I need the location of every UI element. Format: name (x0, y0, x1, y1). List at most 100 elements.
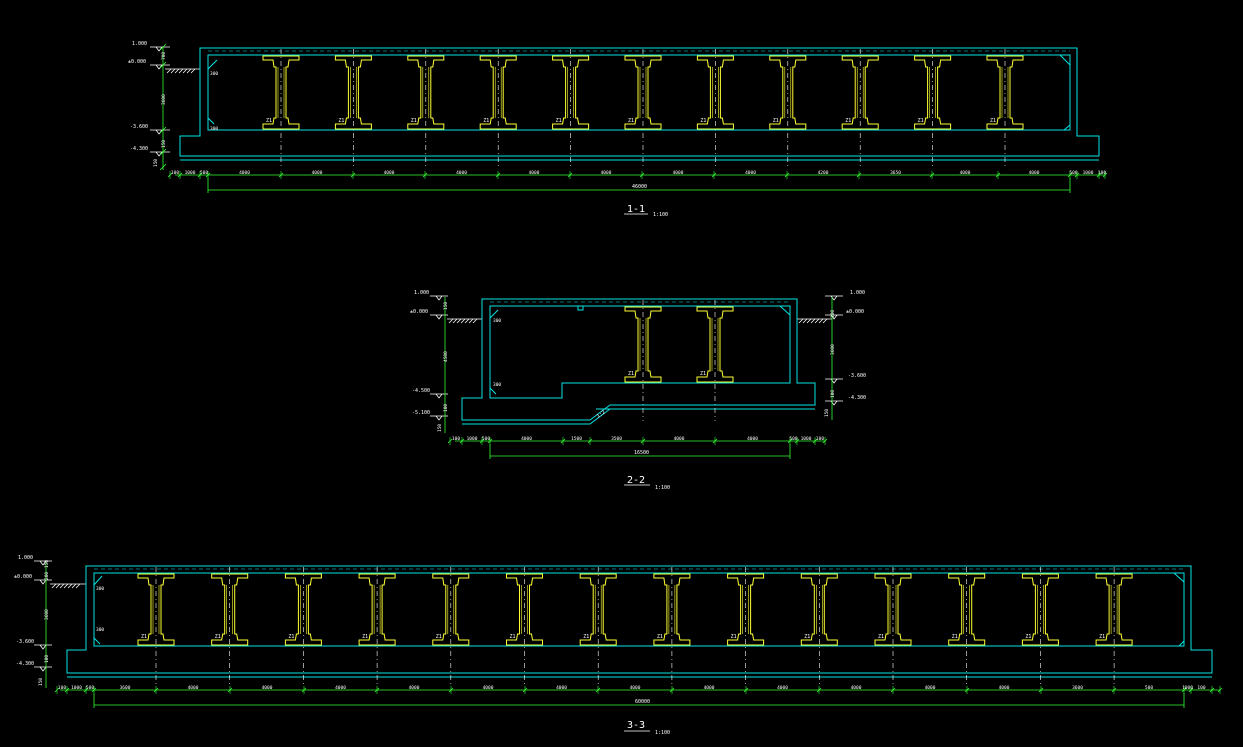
bottom-dimension-line (175, 174, 1105, 193)
level-label: ±0.000 (410, 309, 428, 315)
column-label: Z1 (556, 118, 562, 124)
column-shape (407, 55, 445, 130)
dim-label: 4000 (1029, 170, 1040, 176)
column-z1: Z1 (284, 567, 322, 684)
section-scale: 1:100 (655, 485, 670, 491)
column-label: Z1 (773, 118, 779, 124)
level-label: -4.300 (848, 395, 866, 401)
vertical-dim-labels: 150 4500 100 150 100 3600 100 150 (437, 302, 836, 432)
column-shape (841, 55, 879, 130)
level-label: -5.100 (412, 410, 430, 416)
dim-label: 4000 (630, 685, 641, 691)
dim-label: 100 (830, 390, 836, 398)
column-shape (358, 573, 396, 646)
level-triangles (150, 46, 170, 157)
column-z1: Z1 (407, 49, 445, 168)
column-z1: Z1 (727, 567, 765, 684)
slope-label: 1:2 (596, 410, 607, 420)
dim-label: 200 (44, 572, 50, 580)
total-dimension: 46000 (632, 184, 647, 190)
dim-label: 3600 (1072, 685, 1083, 691)
dim-label: 4000 (239, 170, 250, 176)
bottom-dimension-line (60, 689, 1220, 708)
section-scale: 1:100 (655, 730, 670, 736)
dim-label: 4000 (747, 436, 758, 442)
dim-label: 500 (789, 436, 797, 442)
level-label: -3.600 (848, 373, 866, 379)
column-shape (479, 55, 517, 130)
column-label: Z1 (141, 634, 147, 640)
dim-label: 150 (38, 678, 44, 686)
column-label: Z1 (990, 118, 996, 124)
section-3-3: 1.000 ±0.000 -3.600 -4.300 150 200 3600 … (14, 555, 1223, 736)
column-label: Z1 (411, 118, 417, 124)
level-label: ±0.000 (14, 574, 32, 580)
haunch-label: 300 (493, 318, 501, 324)
column-shape (727, 573, 765, 646)
column-z1: Z1 (432, 567, 470, 684)
column-shape (334, 55, 372, 130)
dim-label: 4000 (925, 685, 936, 691)
column-z1: Z1 (579, 567, 617, 684)
column-z1: Z1 (948, 567, 986, 684)
dim-label: 4000 (674, 436, 685, 442)
dim-label: 100 (58, 685, 66, 691)
level-label: -3.600 (16, 639, 34, 645)
dim-label: 1000 (1083, 170, 1094, 176)
column-shape (696, 306, 734, 383)
haunch-labels: 300 300 (493, 318, 501, 388)
dim-label: 100 (830, 310, 836, 318)
dim-label: 4000 (745, 170, 756, 176)
dim-label: 100 (443, 404, 449, 412)
dim-label: 4000 (673, 170, 684, 176)
column-shape (579, 573, 617, 646)
dim-label: 3600 (161, 94, 167, 105)
column-shape (137, 573, 175, 646)
vertical-dim-labels: 150 200 3600 100 150 (38, 560, 50, 686)
level-label: ±0.000 (128, 59, 146, 65)
column-shape (948, 573, 986, 646)
column-label: Z1 (288, 634, 294, 640)
dim-label: 1000 (185, 170, 196, 176)
column-shape (986, 55, 1024, 130)
column-shape (211, 573, 249, 646)
column-z1: Z1 (841, 49, 879, 168)
column-z1: Z1 (1095, 567, 1133, 684)
dim-label: 4200 (818, 170, 829, 176)
dim-label: 4000 (483, 685, 494, 691)
column-shape (262, 55, 300, 130)
dim-label: 4000 (456, 170, 467, 176)
dim-label: 150 (824, 409, 830, 417)
level-label: -4.300 (130, 146, 148, 152)
column-z1: Z1 (696, 300, 734, 421)
haunch-label: 300 (493, 382, 501, 388)
section-title: 3-3 1:100 (624, 720, 670, 736)
total-dimension: 60000 (635, 699, 650, 705)
column-z1: Z1 (358, 567, 396, 684)
vertical-dimension (159, 43, 167, 171)
section-title: 2-2 1:100 (624, 475, 670, 491)
dim-label: 4000 (777, 685, 788, 691)
haunch-label: 300 (210, 71, 218, 77)
dim-label: 4000 (335, 685, 346, 691)
haunch-label: 300 (96, 627, 104, 633)
column-label: Z1 (628, 118, 634, 124)
section-title-text: 1-1 (627, 204, 645, 215)
column-shape (769, 55, 807, 130)
column-shape (653, 573, 691, 646)
dim-label: 100 (1098, 170, 1106, 176)
dim-label: 3600 (830, 344, 836, 355)
dim-label: 500 (482, 436, 490, 442)
dim-label: 4000 (312, 170, 323, 176)
level-markers-left: 1.000 ±0.000 -3.600 -4.300 (14, 555, 34, 667)
dim-label: 500 (1145, 685, 1153, 691)
dim-label: 150 (153, 159, 159, 167)
level-label: ±0.000 (846, 309, 864, 315)
column-shape (874, 573, 912, 646)
dim-label: 3650 (890, 170, 901, 176)
dim-label: 4000 (556, 685, 567, 691)
